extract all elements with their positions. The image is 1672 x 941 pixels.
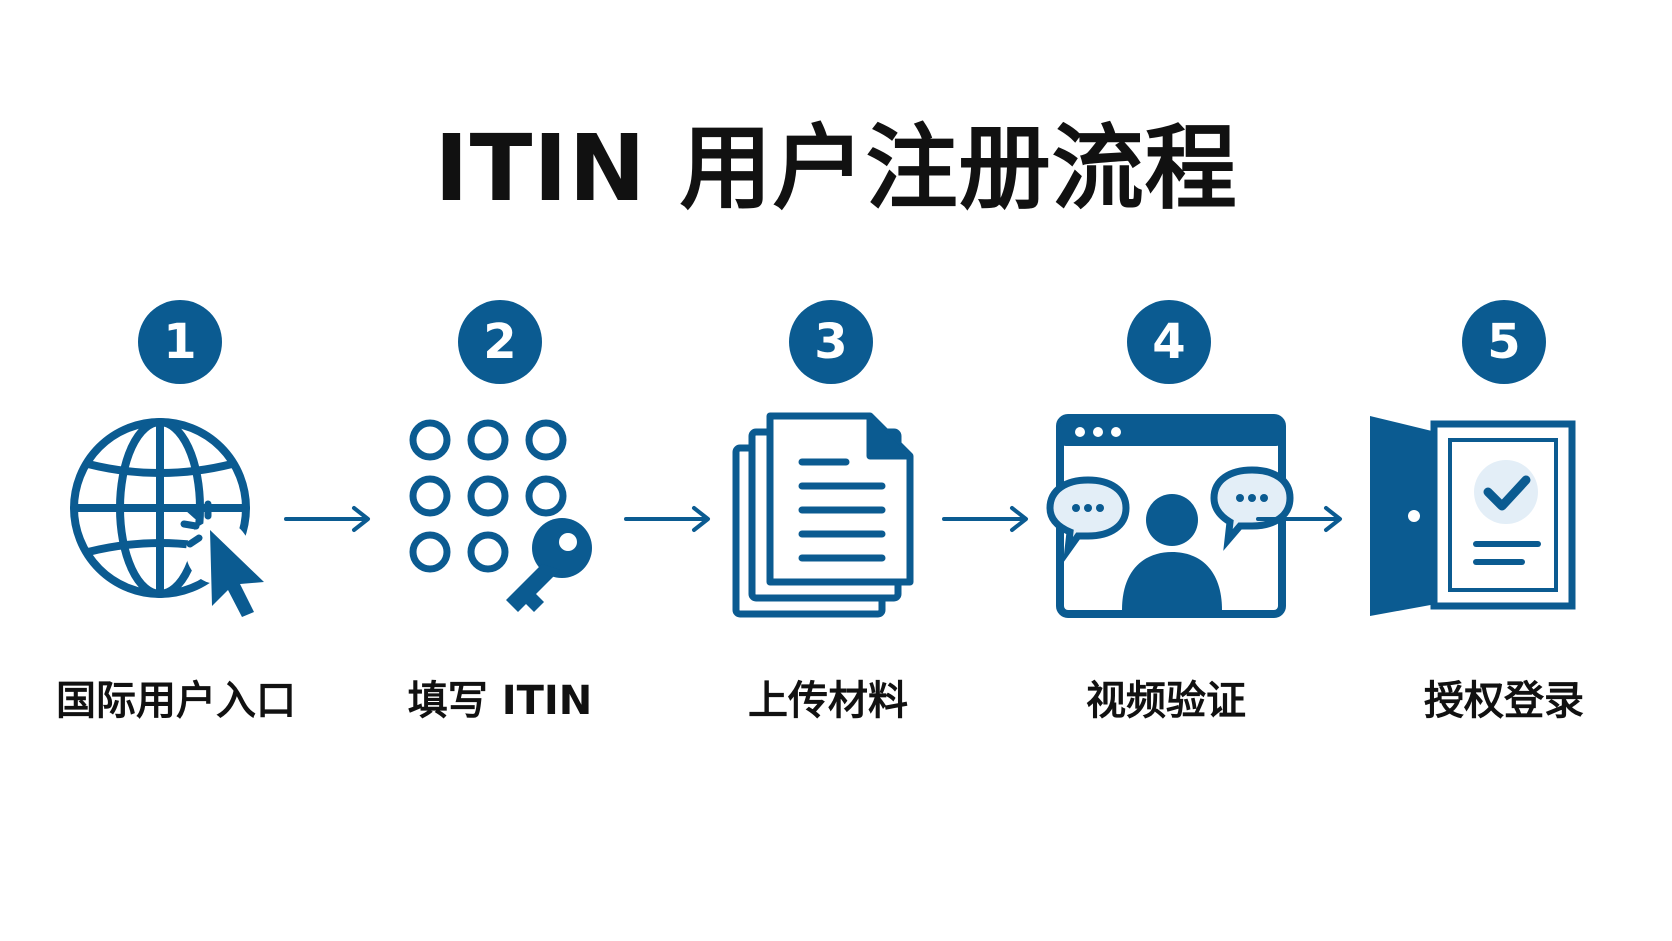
arrow-right-icon — [284, 506, 370, 532]
step-number-badge: 4 — [1127, 300, 1211, 384]
step-label: 填写 ITIN — [407, 678, 593, 724]
step-4: 4 视频验证 — [1006, 300, 1326, 724]
documents-icon — [732, 412, 914, 618]
step-number-badge: 1 — [138, 300, 222, 384]
step-label: 国际用户入口 — [56, 678, 296, 724]
globe-cursor-icon — [70, 418, 264, 617]
door-checkmark-icon — [1370, 416, 1576, 616]
step-number-badge: 5 — [1462, 300, 1546, 384]
arrow-right-icon — [1256, 506, 1342, 532]
step-5: 5 授权登录 — [1344, 300, 1664, 724]
step-number-badge: 2 — [458, 300, 542, 384]
step-2: 2 填写 ITIN — [340, 300, 660, 724]
step-3: 3 上传材料 — [668, 300, 988, 724]
step-number-badge: 3 — [789, 300, 873, 384]
keypad-key-icon — [409, 419, 592, 612]
video-chat-icon — [1046, 414, 1294, 618]
arrow-right-icon — [942, 506, 1028, 532]
step-1: 1 国际用户入口 — [16, 300, 336, 724]
arrow-right-icon — [624, 506, 710, 532]
page-title: ITIN 用户注册流程 — [434, 115, 1238, 222]
step-label: 上传材料 — [748, 678, 908, 724]
step-label: 视频验证 — [1086, 678, 1246, 724]
step-label: 授权登录 — [1424, 678, 1584, 724]
